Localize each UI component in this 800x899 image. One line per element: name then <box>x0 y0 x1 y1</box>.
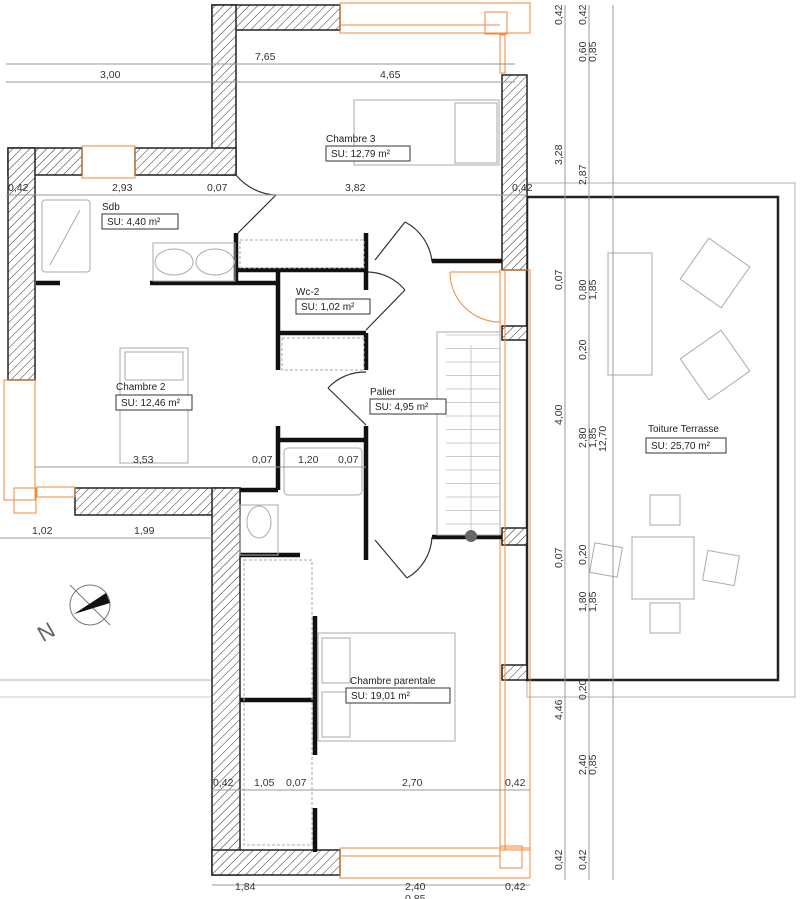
dimension-label: 0,80 <box>577 279 589 300</box>
dimension-label: 0,42 <box>553 4 565 25</box>
terrace <box>0 182 796 698</box>
area-box <box>369 398 447 415</box>
area-box <box>645 437 727 454</box>
area-box <box>325 145 411 162</box>
dimension-label: 4,00 <box>553 404 565 425</box>
dimension-label: 0,42 <box>213 777 234 789</box>
room-name: Chambre 3 <box>326 134 376 145</box>
dimension-label: 1,85 <box>587 279 599 300</box>
dimension-label: 0,07 <box>207 182 228 194</box>
room-area: SU: 12,46 m² <box>121 398 181 409</box>
room-area: SU: 19,01 m² <box>351 691 411 702</box>
dimension-label: 0,42 <box>577 849 589 870</box>
dimension-label: 0,42 <box>505 881 526 893</box>
stair-start-marker <box>465 530 477 542</box>
dimension-label: 12,70 <box>597 426 609 452</box>
room-name: Chambre 2 <box>116 382 166 393</box>
room-area: SU: 12,79 m² <box>331 149 391 160</box>
area-box <box>345 687 451 704</box>
dimension-label: 2,87 <box>577 164 589 185</box>
dimension-label: 3,00 <box>100 69 121 81</box>
dimension-label: 3,82 <box>345 182 366 194</box>
dimension-label: 2,40 <box>405 881 426 893</box>
windows <box>3 2 531 879</box>
dimension-label: 0,60 <box>577 41 589 62</box>
staircase <box>446 334 500 535</box>
dimension-label: 0,20 <box>577 339 589 360</box>
dimension-label: 1,80 <box>577 591 589 612</box>
room-name: Palier <box>370 387 396 398</box>
dimension-label: 1,02 <box>32 525 53 537</box>
dimension-lines <box>0 5 614 886</box>
room-name: Wc-2 <box>296 287 320 298</box>
dimension-label: 3,28 <box>553 144 565 165</box>
dimension-label: 0,85 <box>587 41 599 62</box>
dimension-label: 0,07 <box>252 454 273 466</box>
dimension-label: 7,65 <box>255 51 276 63</box>
room-area: SU: 4,95 m² <box>375 402 429 413</box>
room-area: SU: 25,70 m² <box>651 441 711 452</box>
dimension-label: 2,40 <box>577 754 589 775</box>
doors <box>235 174 433 579</box>
dimension-label: 0,85 <box>587 754 599 775</box>
exterior-walls <box>7 4 528 876</box>
dimension-label: 2,93 <box>112 182 133 194</box>
dimension-label: 4,46 <box>553 699 565 720</box>
dimension-label: 1,99 <box>134 525 155 537</box>
room-name: Chambre parentale <box>350 676 436 687</box>
dimension-label: 0,07 <box>553 269 565 290</box>
dimension-label: 1,85 <box>587 591 599 612</box>
dimension-label: 0,07 <box>338 454 359 466</box>
north-label: N <box>33 617 59 647</box>
room-name: Sdb <box>102 202 120 213</box>
room-name: Toiture Terrasse <box>648 424 719 435</box>
dimension-label: 4,65 <box>380 69 401 81</box>
room-area: SU: 1,02 m² <box>301 302 355 313</box>
dimension-label: 0,42 <box>512 182 533 194</box>
dimension-label: 0,42 <box>8 182 29 194</box>
area-box <box>101 213 179 230</box>
dimension-label: 1,20 <box>298 454 319 466</box>
dimension-label: 0,42 <box>577 4 589 25</box>
dimension-label: 0,42 <box>505 777 526 789</box>
area-box <box>295 298 371 315</box>
room-area: SU: 4,40 m² <box>107 217 161 228</box>
north-arrow-icon: N <box>33 584 111 647</box>
dimension-label: 2,70 <box>402 777 423 789</box>
dimension-label: 1,05 <box>254 777 275 789</box>
area-box <box>115 394 193 411</box>
dimension-label: 0,07 <box>553 547 565 568</box>
furniture <box>41 99 751 846</box>
dimension-label: 0,20 <box>577 544 589 565</box>
dimension-label: 1,84 <box>235 881 256 893</box>
dimension-label: 0,85 <box>405 893 426 899</box>
dimension-label: 0,20 <box>577 679 589 700</box>
dimension-label: 0,42 <box>553 849 565 870</box>
interior-walls <box>36 233 502 852</box>
dimension-label: 1,85 <box>587 427 599 448</box>
dimension-label: 0,07 <box>286 777 307 789</box>
dimension-label: 2,80 <box>577 427 589 448</box>
dimension-label: 3,53 <box>133 454 154 466</box>
